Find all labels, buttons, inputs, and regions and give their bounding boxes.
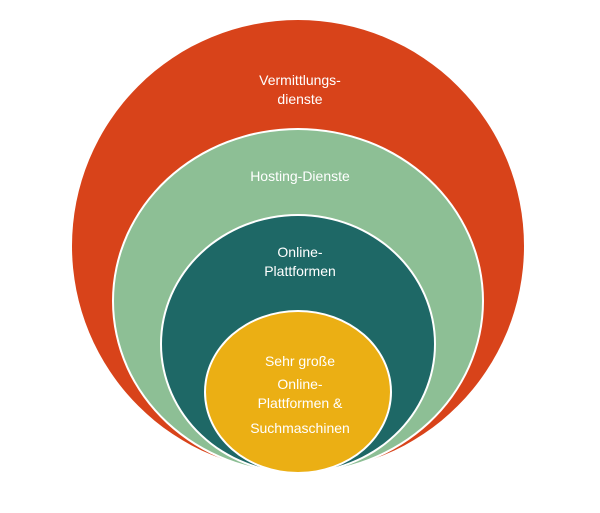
label-line: Online- [277, 376, 323, 392]
label-online-platforms: Online- Plattformen [200, 243, 400, 281]
label-line: Plattformen & [257, 395, 343, 411]
label-line: Suchmaschinen [250, 420, 350, 436]
label-line: Online- [277, 244, 323, 260]
label-line: Sehr große [264, 353, 336, 369]
label-line: Hosting-Dienste [250, 168, 350, 184]
label-line: Vermittlungs- [259, 72, 341, 88]
label-line: dienste [277, 91, 323, 107]
label-intermediary-services: Vermittlungs- dienste [200, 71, 400, 109]
label-very-large-platforms: Sehr große Online- Plattformen & Suchmas… [220, 352, 380, 438]
label-line: Plattformen [264, 263, 336, 279]
circle-very-large-platforms [204, 310, 392, 474]
label-hosting-services: Hosting-Dienste [200, 167, 400, 186]
